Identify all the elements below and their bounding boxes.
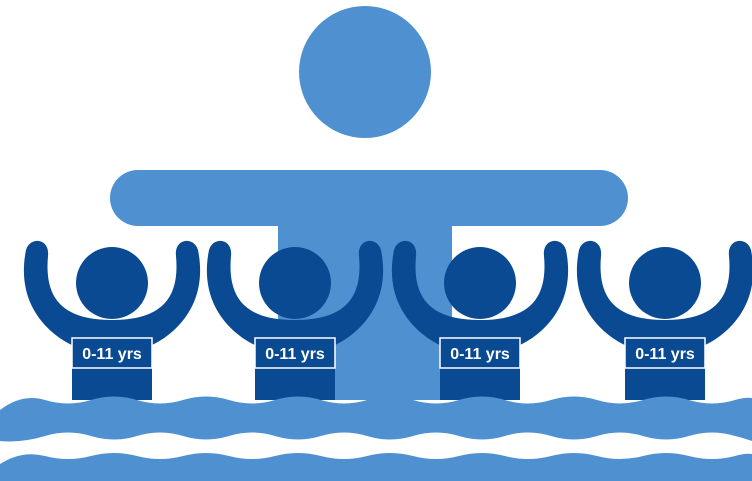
water-wave-top (0, 397, 752, 442)
age-label: 0-11 yrs (265, 346, 325, 363)
child-swimmer-icon (24, 241, 200, 400)
child-swimmer-icon (577, 241, 752, 400)
child-swimmer-1: 0-11 yrs (24, 241, 200, 400)
adult-head (299, 6, 431, 138)
age-label: 0-11 yrs (635, 346, 695, 363)
adult-swimmer-icon (110, 6, 628, 400)
child-swimmer-4: 0-11 yrs (577, 241, 752, 400)
age-label: 0-11 yrs (450, 346, 510, 363)
age-label: 0-11 yrs (82, 346, 142, 363)
water-waves-icon (0, 397, 752, 481)
water-wave-bottom (0, 453, 752, 481)
